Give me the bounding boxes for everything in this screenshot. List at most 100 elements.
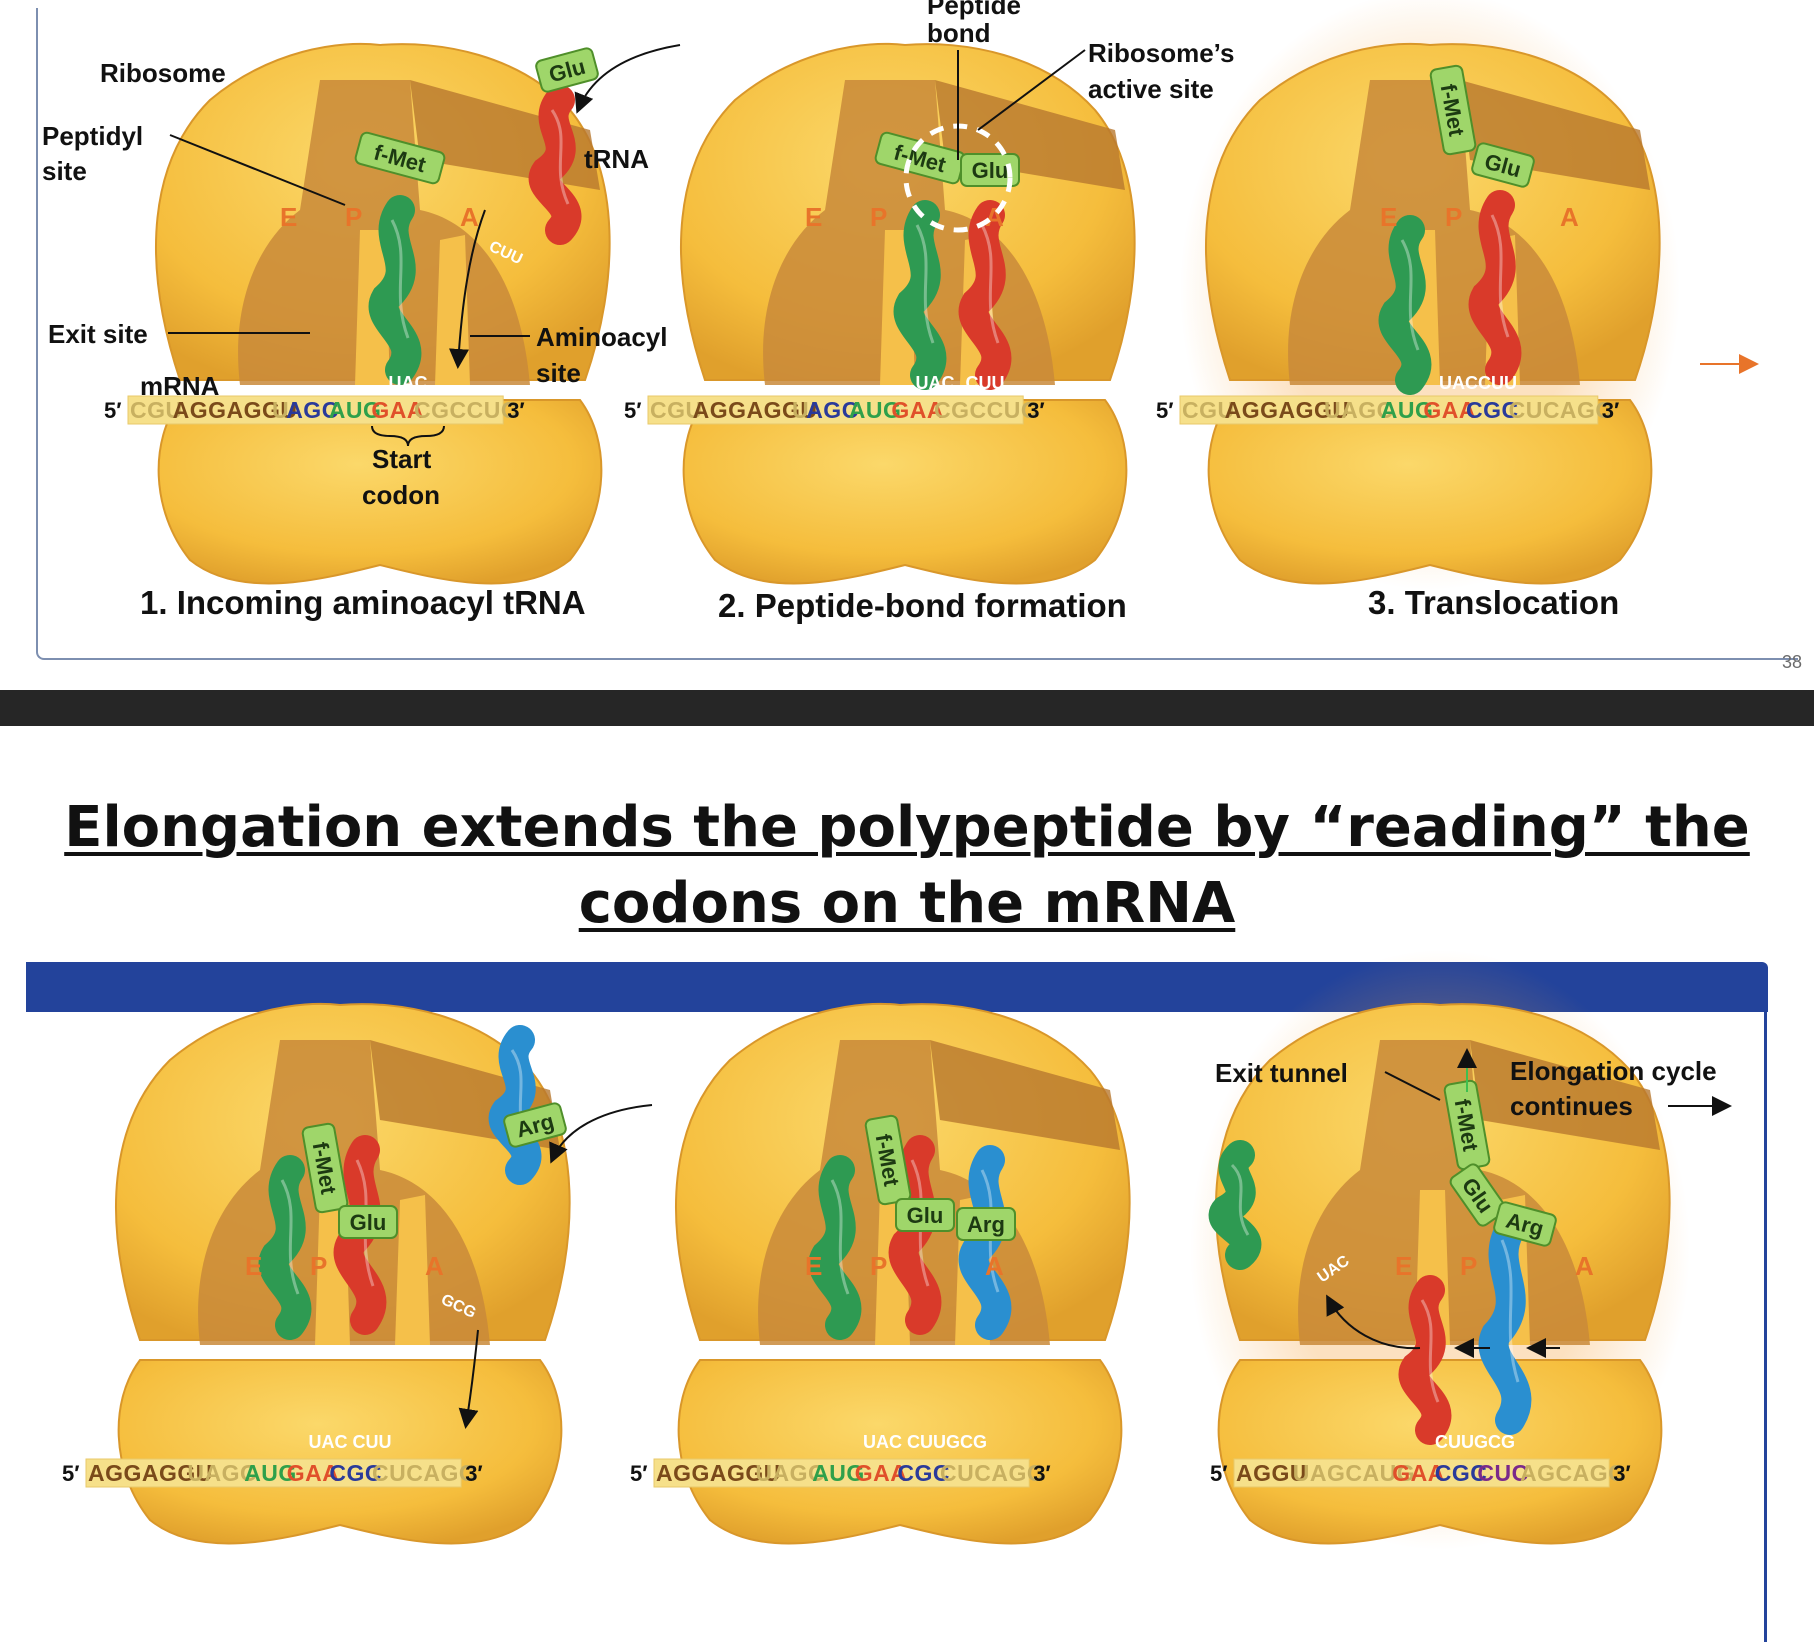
e-site-letter: E xyxy=(1380,202,1397,232)
step-2-label: Peptide-bond formation xyxy=(754,587,1127,624)
mrna-codon-segment: AUG xyxy=(812,1460,865,1486)
anticodon-cuu-p2: CUU xyxy=(966,373,1005,393)
mrna-codon-segment: CGC xyxy=(1466,397,1519,423)
mrna-strip xyxy=(1179,395,1599,425)
five-prime-label: 5′ xyxy=(1156,398,1174,423)
ribosome-panel-3 xyxy=(1180,0,1680,590)
amino-acid-box xyxy=(354,131,446,185)
exit-tunnel-band xyxy=(930,1040,1120,1150)
mrna-codon-segment: U xyxy=(792,397,809,423)
mrna-codon-segment: U xyxy=(272,397,289,423)
mrna-codon-segment: CUC xyxy=(1477,1460,1528,1486)
glu-box-p4: Glu xyxy=(338,1205,398,1239)
anticodon-uac-p1: UAC xyxy=(389,373,428,393)
amino-acid-box xyxy=(503,1102,567,1148)
a-site-letter: A xyxy=(460,202,479,232)
three-prime-label: 3′ xyxy=(1613,1461,1631,1486)
mrna-codon-segment: CUCAGC xyxy=(940,1460,1044,1486)
three-prime-label: 3′ xyxy=(1602,398,1620,423)
mrna-strip xyxy=(647,395,1024,425)
step-3-caption: 3. Translocation xyxy=(1368,584,1619,622)
step-2-caption: 2. Peptide-bond formation xyxy=(718,587,1127,625)
ribosome-pillar xyxy=(395,1195,430,1345)
anticodon-uac-p2: UAC xyxy=(916,373,955,393)
fmet-box-p4: f-Met xyxy=(301,1122,349,1214)
heading-line-1: Elongation extends the polypeptide by “r… xyxy=(64,795,1750,860)
mrna-codon-segment: CUCAGC xyxy=(372,1460,476,1486)
trna-red-p3 xyxy=(1468,190,1522,385)
three-prime-label: 3′ xyxy=(1033,1461,1051,1486)
mrna-codon-segment: AGGU xyxy=(1236,1460,1307,1486)
mrna-codon-segment: CGCCUC xyxy=(934,397,1038,423)
trna-body xyxy=(958,1145,1012,1340)
mrna-codon-segment: AGGAGGU xyxy=(693,397,818,423)
peptide-bond-label-2: bond xyxy=(927,18,991,48)
top-slide-frame xyxy=(36,8,1798,660)
amino-acid-box xyxy=(535,47,599,93)
trna-label: tRNA xyxy=(584,144,649,174)
p-site-letter: P xyxy=(870,202,887,232)
exit-tunnel-label: Exit tunnel xyxy=(1215,1058,1348,1088)
mrna-codon-segment: GAA xyxy=(1423,397,1476,423)
arg-box-p5: Arg xyxy=(956,1207,1016,1241)
trna-blue-p6 xyxy=(1478,1215,1532,1435)
trna-highlight xyxy=(980,224,1000,344)
trna-highlight xyxy=(390,219,410,339)
exit-site-label: Exit site xyxy=(48,319,148,349)
amino-acid-box xyxy=(956,1207,1016,1241)
glu-box-p5: Glu xyxy=(895,1198,955,1232)
trna-body xyxy=(1478,1215,1532,1435)
mrna-codon-segment: AUG xyxy=(244,1460,297,1486)
mrna-codon-segment: UAGC xyxy=(187,1460,257,1486)
three-prime-label: 3′ xyxy=(465,1461,483,1486)
mrna-codon-segment: AGCAGC xyxy=(1520,1460,1625,1486)
incoming-trna-arrow xyxy=(574,44,681,114)
e-site-letter: E xyxy=(805,202,822,232)
mrna-codon-segment: CGC xyxy=(1435,1460,1488,1486)
five-prime-label: 5′ xyxy=(62,1461,80,1486)
small-subunit xyxy=(1217,1359,1663,1545)
a-site-letter: A xyxy=(1575,1251,1594,1281)
mrna-codon-segment: CUCAGC xyxy=(1509,397,1613,423)
amino-acid-box xyxy=(1493,1201,1557,1247)
e-site-letter: E xyxy=(1395,1251,1412,1281)
anticodon-uaccuu-p3: UACCUU xyxy=(1439,373,1517,393)
five-prime-label: 5′ xyxy=(624,398,642,423)
page-number: 38 xyxy=(1781,652,1802,672)
mrna-codon-segment: AUG xyxy=(329,397,382,423)
exit-tunnel-leader xyxy=(1384,1071,1441,1101)
trna-body xyxy=(528,85,582,245)
trna-highlight xyxy=(915,224,935,344)
mrna-codon-segment: AUG xyxy=(849,397,902,423)
step-3-number: 3. xyxy=(1368,584,1396,621)
anticodon-label-p4: UAC CUU xyxy=(309,1432,392,1452)
trna-body xyxy=(258,1155,312,1340)
aminoacyl-site-label: Aminoacyl xyxy=(536,322,668,352)
start-codon-label: Start xyxy=(372,444,432,474)
slide-heading: Elongation extends the polypeptide by “r… xyxy=(0,790,1814,942)
trna-body xyxy=(808,1155,862,1340)
trna-highlight xyxy=(280,1179,300,1295)
amino-acid-box xyxy=(864,1114,912,1206)
glu-box-p3: Glu xyxy=(1471,142,1535,188)
mrna-codon-segment: AGC xyxy=(286,397,339,423)
mrna-codon-segment: CGC xyxy=(329,1460,382,1486)
mrna-label: mRNA xyxy=(140,371,220,401)
mrna-strip xyxy=(127,395,504,425)
peptide-bond-label: Peptide xyxy=(927,0,1021,20)
amino-acid-label: Arg xyxy=(967,1212,1005,1237)
trna-highlight xyxy=(1500,1239,1520,1383)
bottom-slide-frame xyxy=(1764,1012,1767,1642)
fmet-box-p6: f-Met xyxy=(1443,1079,1491,1171)
mrna-codon-segment: UAGC xyxy=(755,1460,825,1486)
arg-box-p4: Arg xyxy=(503,1102,567,1148)
trna-green-p5 xyxy=(808,1155,862,1340)
trna-body xyxy=(958,200,1012,390)
mrna-codon-segment: GAA xyxy=(855,1460,908,1486)
trna-highlight xyxy=(550,109,570,205)
trna-highlight xyxy=(1230,1163,1250,1236)
